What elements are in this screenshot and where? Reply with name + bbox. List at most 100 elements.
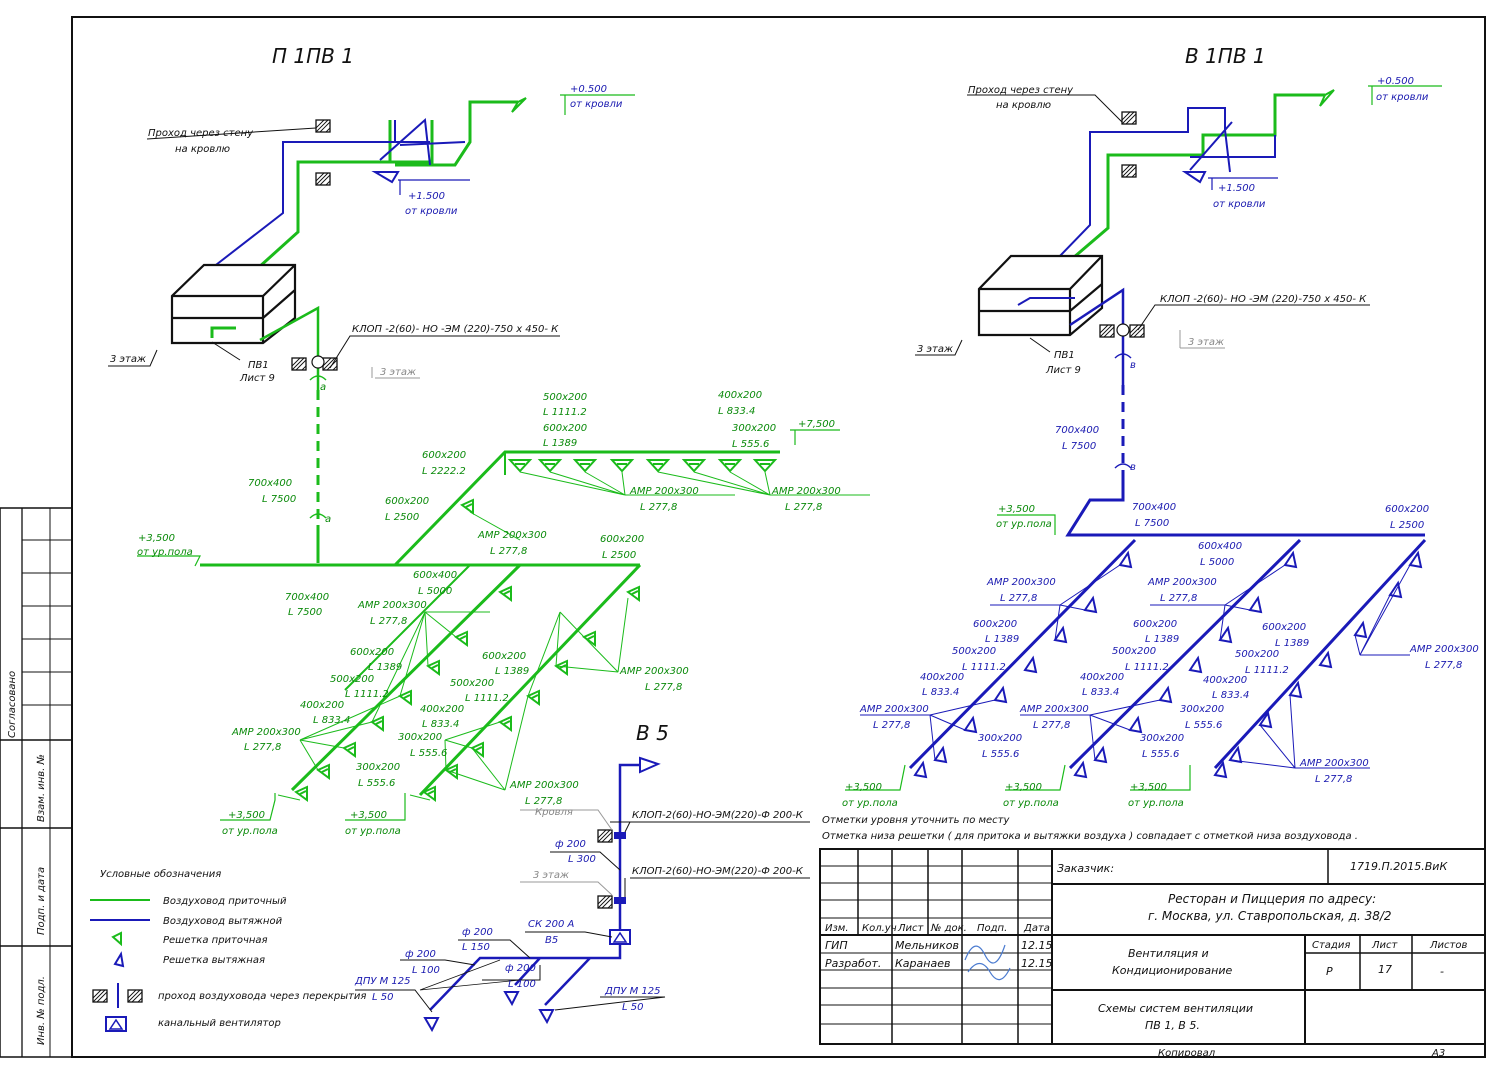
duct-500x200-v1-1-len: L 1111.2 bbox=[962, 662, 1006, 673]
dpu-b: ДПУ М 125 bbox=[604, 986, 661, 997]
mark-v-top: в bbox=[1130, 360, 1136, 371]
wall-pass-label: Проход через стену bbox=[148, 128, 254, 139]
amr-v1-3: АМР 200х300 bbox=[1409, 644, 1479, 655]
floor3-label-v1: 3 этаж bbox=[917, 344, 953, 355]
amr-p1-r2-len: L 277,8 bbox=[525, 796, 562, 807]
amr-p1-top-b: АМР 200х300 bbox=[771, 486, 841, 497]
signature bbox=[964, 944, 1011, 981]
mark-1500: +1.500 bbox=[408, 191, 445, 202]
sheet-frame bbox=[0, 16, 1486, 1058]
amr-p1-top-a-len: L 277,8 bbox=[640, 502, 677, 513]
duct-600x200-p1-m: 600х200 bbox=[482, 651, 526, 662]
duct-600x400-v1: 600х400 bbox=[1198, 541, 1242, 552]
title-p1: П 1ПВ 1 bbox=[272, 44, 354, 68]
b5-tag: В5 bbox=[545, 935, 558, 946]
duct-600x200-p1-top: 600х200 bbox=[422, 450, 466, 461]
duct-700x400-p1-a: 700х400 bbox=[248, 478, 292, 489]
sheet9-label-v1: Лист 9 bbox=[1045, 365, 1081, 376]
mark-3500-v1: +3,500 bbox=[998, 504, 1035, 515]
mark-a-top: а bbox=[320, 382, 326, 393]
duct-500x200-p1-m: 500х200 bbox=[450, 678, 494, 689]
sheet-value: 17 bbox=[1378, 963, 1392, 976]
duct-400x200-p1-m-len: L 833.4 bbox=[422, 719, 459, 730]
amr-v1-4: АМР 200х300 bbox=[859, 704, 929, 715]
duct-300x200-v1-2: 300х200 bbox=[1140, 733, 1184, 744]
amr-v1-6: АМР 200х300 bbox=[1299, 758, 1369, 769]
sheet-name-2: ПВ 1, В 5. bbox=[1145, 1019, 1200, 1032]
duct-400x200-v1-1-len: L 833.4 bbox=[922, 687, 959, 698]
p1-labels: Проход через стену на кровлю +0.500 от к… bbox=[110, 84, 841, 837]
sheet-header: Лист bbox=[1371, 940, 1399, 951]
duct-500x200-p1-top: 500х200 bbox=[543, 392, 587, 403]
roof-pass-label-v1: на кровлю bbox=[996, 100, 1051, 111]
mark-a-bottom: а bbox=[325, 514, 331, 525]
dpu-a: ДПУ М 125 bbox=[354, 976, 411, 987]
duct-500x200-p1-top-len: L 1111.2 bbox=[543, 407, 587, 418]
amr-v1-1-len: L 277,8 bbox=[1000, 593, 1037, 604]
stage-header: Стадия bbox=[1312, 940, 1350, 951]
side-inv-no: Инв. № подл. bbox=[36, 976, 47, 1045]
duct-300x200-v1-3-len: L 555.6 bbox=[1185, 720, 1222, 731]
sheet9-label: Лист 9 bbox=[239, 373, 275, 384]
duct-500x200-p1-l-len: L 1111.2 bbox=[345, 689, 389, 700]
duct-600x200-p1-top2-len: L 1389 bbox=[543, 438, 577, 449]
p1-system bbox=[108, 94, 870, 821]
mark-3500-p1-b: +3,500 bbox=[228, 810, 265, 821]
mark-3500-v1-c: +3,500 bbox=[1130, 782, 1167, 793]
legend-supply-grille: Решетка приточная bbox=[163, 935, 268, 946]
duct-700x400-p1-a-len: L 7500 bbox=[262, 494, 296, 505]
amr-p1-r1-len: L 277,8 bbox=[645, 682, 682, 693]
duct-300x200-p1-top-len: L 555.6 bbox=[732, 439, 769, 450]
duct-600x200-p1-top2: 600х200 bbox=[543, 423, 587, 434]
duct-600x200-v1-3: 600х200 bbox=[1262, 622, 1306, 633]
duct-600x200-p1-l-len: L 1389 bbox=[368, 662, 402, 673]
duct-300x200-v1-2-len: L 555.6 bbox=[1142, 749, 1179, 760]
mark-0500-v1: +0.500 bbox=[1377, 76, 1414, 87]
duct-700x400-v1-b-len: L 7500 bbox=[1135, 518, 1169, 529]
side-sign-date: Подп. и дата bbox=[36, 867, 47, 935]
mark-3500-v1-b: +3,500 bbox=[1005, 782, 1042, 793]
amr-p1-r2: АМР 200х300 bbox=[509, 780, 579, 791]
amr-v1-1: АМР 200х300 bbox=[986, 577, 1056, 588]
ck200-label: СК 200 А bbox=[528, 919, 575, 930]
name-dev: Каранаев bbox=[895, 957, 950, 970]
stage-value: Р bbox=[1326, 965, 1333, 978]
amr-p1-top-a: АМР 200х300 bbox=[629, 486, 699, 497]
role-gip: ГИП bbox=[825, 939, 848, 952]
legend-title: Условные обозначения bbox=[100, 868, 221, 880]
amr-p1-l1: АМР 200х300 bbox=[357, 600, 427, 611]
amr-v1-6-len: L 277,8 bbox=[1315, 774, 1352, 785]
floor3-b5: 3 этаж bbox=[533, 870, 569, 881]
duct-600x400-v1-len: L 5000 bbox=[1200, 557, 1234, 568]
duct-300x200-v1-1-len: L 555.6 bbox=[982, 749, 1019, 760]
copied-label: Копировал bbox=[1158, 1048, 1216, 1059]
side-replace-inv: Взам. инв. № bbox=[36, 754, 47, 822]
amr-p1-top-b-len: L 277,8 bbox=[785, 502, 822, 513]
duct-600x200-p1-r: 600х200 bbox=[600, 534, 644, 545]
amr-p1-mid-len: L 277,8 bbox=[490, 546, 527, 557]
date-dev: 12.15 bbox=[1021, 957, 1053, 970]
col-date: Дата bbox=[1023, 923, 1050, 934]
klop-p1: КЛОП -2(60)- НО -ЭМ (220)-750 х 450- К bbox=[352, 324, 559, 335]
b5-l300: L 300 bbox=[568, 854, 596, 865]
duct-600x200-v1-2: 600х200 bbox=[1133, 619, 1177, 630]
b5-l100-b: L 100 bbox=[508, 979, 536, 990]
duct-600x200-v1-1: 600х200 bbox=[973, 619, 1017, 630]
duct-700x400-p1-b-len: L 7500 bbox=[288, 607, 322, 618]
duct-400x200-v1-2: 400х200 bbox=[1080, 672, 1124, 683]
col-kolych: Кол.уч bbox=[862, 923, 897, 934]
duct-300x200-p1-l: 300х200 bbox=[356, 762, 400, 773]
duct-600x200-v1-r-len: L 2500 bbox=[1390, 520, 1424, 531]
floor-pass-icon bbox=[92, 989, 108, 1003]
b5-d200: ф 200 bbox=[555, 839, 586, 850]
legend: Условные обозначения Воздуховод приточны… bbox=[90, 868, 366, 1032]
exhaust-grille-icon bbox=[113, 951, 125, 968]
object-line-2: г. Москва, ул. Ставропольская, д. 38/2 bbox=[1148, 909, 1392, 923]
supply-grille-icon bbox=[111, 931, 122, 947]
amr-v1-2-len: L 277,8 bbox=[1160, 593, 1197, 604]
section-line-2: Кондиционирование bbox=[1112, 964, 1232, 977]
duct-400x200-p1-l-len: L 833.4 bbox=[313, 715, 350, 726]
b5-d200-c: ф 200 bbox=[405, 949, 436, 960]
mark-1500-roof: от кровли bbox=[405, 206, 458, 217]
duct-300x200-p1-top: 300х200 bbox=[732, 423, 776, 434]
